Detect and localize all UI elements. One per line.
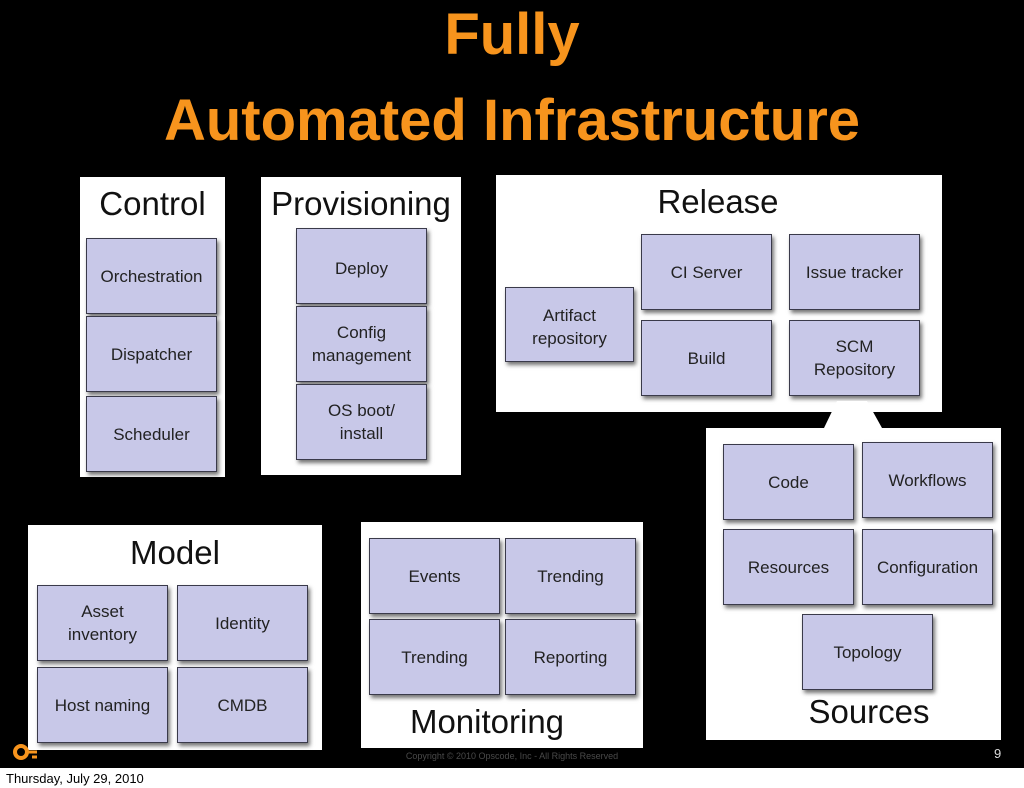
build-box: Build bbox=[641, 320, 772, 396]
code-box: Code bbox=[723, 444, 854, 520]
cmdb-box: CMDB bbox=[177, 667, 308, 743]
host-naming-box: Host naming bbox=[37, 667, 168, 743]
model-heading: Model bbox=[130, 534, 220, 571]
monitoring-heading: Monitoring bbox=[409, 703, 565, 740]
dispatcher-box: Dispatcher bbox=[86, 316, 217, 392]
sources-heading: Sources bbox=[808, 693, 930, 730]
reporting-box: Reporting bbox=[505, 619, 636, 695]
title-line-2: Automated Infrastructure bbox=[163, 88, 861, 153]
resources-box: Resources bbox=[723, 529, 854, 605]
copyright-notice: Copyright © 2010 Opscode, Inc - All Righ… bbox=[405, 751, 619, 761]
events-box: Events bbox=[369, 538, 500, 614]
workflows-box: Workflows bbox=[862, 442, 993, 518]
asset-inventory-box: Asset inventory bbox=[37, 585, 168, 661]
slide: Fully Automated Infrastructure Control O… bbox=[0, 0, 1024, 768]
trending-box-2: Trending bbox=[369, 619, 500, 695]
configuration-box: Configuration bbox=[862, 529, 993, 605]
print-date: Thursday, July 29, 2010 bbox=[6, 771, 144, 786]
trending-box-1: Trending bbox=[505, 538, 636, 614]
opscode-logo-icon bbox=[13, 744, 37, 760]
scm-repository-box: SCM Repository bbox=[789, 320, 920, 396]
scheduler-box: Scheduler bbox=[86, 396, 217, 472]
provisioning-heading: Provisioning bbox=[271, 185, 451, 222]
ci-server-box: CI Server bbox=[641, 234, 772, 310]
deploy-box: Deploy bbox=[296, 228, 427, 304]
page-number: 9 bbox=[994, 746, 1002, 761]
artifact-repository-box: Artifact repository bbox=[505, 287, 634, 362]
orchestration-box: Orchestration bbox=[86, 238, 217, 314]
topology-box: Topology bbox=[802, 614, 933, 690]
release-heading: Release bbox=[657, 183, 779, 220]
config-management-box: Config management bbox=[296, 306, 427, 382]
os-boot-install-box: OS boot/ install bbox=[296, 384, 427, 460]
control-heading: Control bbox=[99, 185, 206, 222]
issue-tracker-box: Issue tracker bbox=[789, 234, 920, 310]
title-line-1: Fully bbox=[444, 2, 580, 67]
identity-box: Identity bbox=[177, 585, 308, 661]
